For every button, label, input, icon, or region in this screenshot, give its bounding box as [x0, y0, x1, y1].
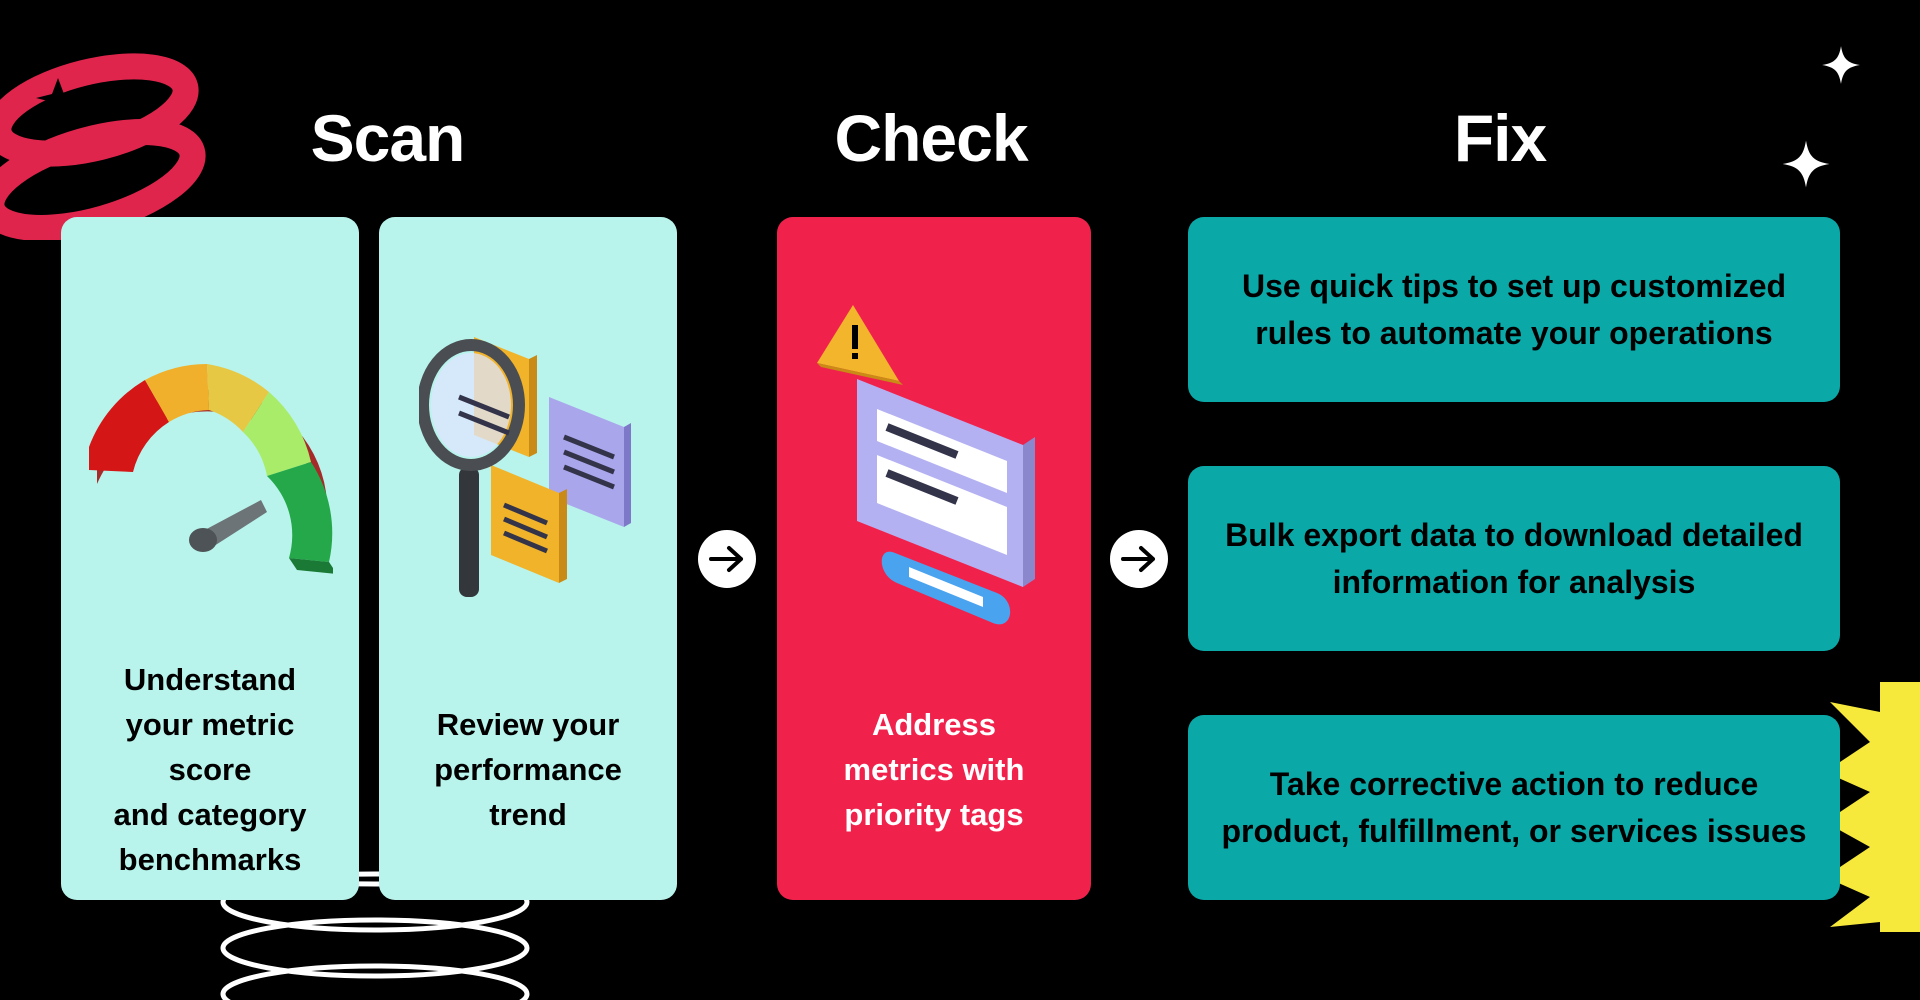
fix-card-text: Use quick tips to set up customized rule… [1242, 263, 1786, 357]
magnifying-glass-documents-icon [419, 337, 631, 597]
gauge-meter-icon [89, 364, 333, 574]
heading-fix: Fix [1453, 101, 1547, 175]
check-card-label: Address metrics with priority tags [777, 702, 1091, 837]
zigzag-decoration [1825, 682, 1920, 932]
scan-card-label: Review your performance trend [379, 702, 677, 837]
scan-card-metric-score: Understand your metric score and categor… [61, 217, 359, 900]
label-line: Address [871, 707, 997, 742]
ring-decoration [0, 53, 206, 240]
label-line: score [168, 752, 252, 787]
text-line: information for analysis [1332, 563, 1696, 600]
label-line: Review your [436, 707, 620, 742]
warning-monitor-icon [817, 305, 1035, 625]
scan-card-label: Understand your metric score and categor… [61, 657, 359, 882]
fix-card-quick-tips: Use quick tips to set up customized rule… [1188, 217, 1840, 402]
sparkle-icon [1782, 140, 1830, 188]
label-line: performance [434, 752, 622, 787]
label-line: Understand [123, 662, 297, 697]
heading-scan: Scan [310, 101, 466, 175]
fix-card-text: Take corrective action to reduce product… [1221, 761, 1806, 855]
check-card-priority-tags: Address metrics with priority tags [777, 217, 1091, 900]
label-line: and category [113, 797, 307, 832]
heading-check: Check [834, 101, 1028, 175]
text-line: rules to automate your operations [1255, 314, 1773, 351]
text-line: product, fulfillment, or services issues [1221, 812, 1807, 849]
label-line: trend [489, 797, 567, 832]
fix-card-bulk-export: Bulk export data to download detailed in… [1188, 466, 1840, 651]
scan-card-performance-trend: Review your performance trend [379, 217, 677, 900]
sparkle-icon [1822, 46, 1860, 84]
arrow-right-icon [1110, 530, 1168, 588]
label-line: your metric [125, 707, 295, 742]
arrow-right-icon [698, 530, 756, 588]
fix-card-text: Bulk export data to download detailed in… [1225, 512, 1803, 606]
label-line: priority tags [844, 797, 1024, 832]
label-line: benchmarks [118, 842, 302, 877]
text-line: Use quick tips to set up customized [1241, 267, 1787, 304]
text-line: Bulk export data to download detailed [1225, 516, 1803, 553]
fix-card-corrective-action: Take corrective action to reduce product… [1188, 715, 1840, 900]
label-line: metrics with [843, 752, 1025, 787]
text-line: Take corrective action to reduce [1269, 765, 1759, 802]
